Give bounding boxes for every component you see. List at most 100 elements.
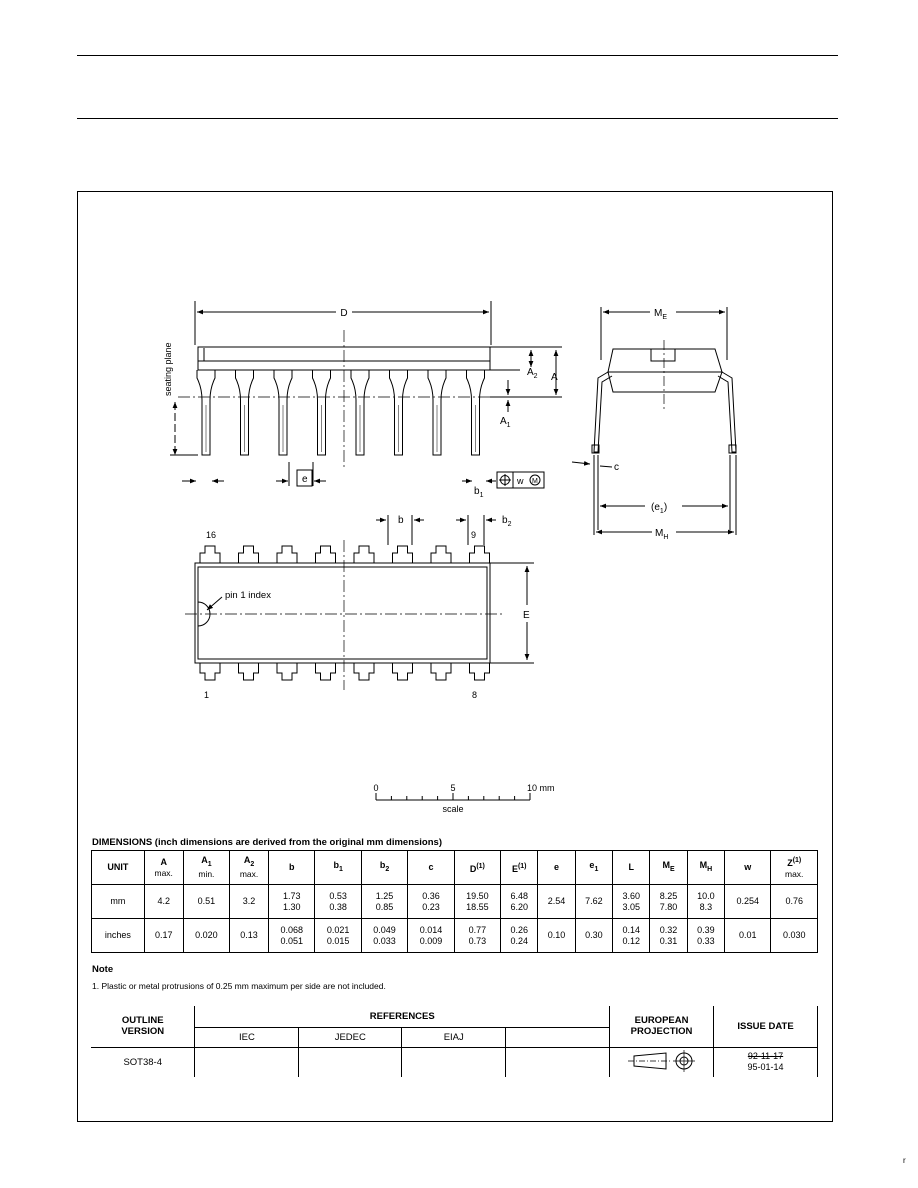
scale-tick-10: 10 mm	[527, 783, 555, 793]
package-drawing: D A2 A A1 seating plane e b1 w M ME	[163, 301, 737, 814]
pin-label-9: 9	[471, 530, 476, 540]
col-MH: MH	[686, 850, 726, 885]
label-pin1-index: pin 1 index	[225, 590, 271, 601]
label-e1: (e1)	[651, 502, 667, 515]
cell-A2: 0.13	[229, 918, 270, 953]
ref-blank-value	[505, 1046, 611, 1077]
cell-unit: mm	[91, 884, 145, 919]
plan-pin-bottom	[315, 663, 336, 681]
pin-label-16: 16	[206, 530, 216, 540]
jedec-header: JEDEC	[298, 1026, 403, 1047]
plan-pin-top	[353, 545, 375, 563]
outline-version-value: SOT38-4	[91, 1046, 196, 1077]
col-b: b	[268, 850, 316, 885]
cell-e1: 0.30	[574, 918, 614, 953]
eiaj-value	[401, 1046, 507, 1077]
package-outline-frame	[77, 191, 833, 1122]
front-lead	[273, 370, 293, 456]
plan-pin-top	[430, 545, 452, 563]
front-lead	[196, 370, 216, 456]
label-b1: b1	[474, 486, 484, 499]
col-c: c	[407, 850, 455, 885]
iec-header: IEC	[194, 1026, 300, 1047]
jedec-value	[298, 1046, 403, 1077]
cell-A: 0.17	[143, 918, 184, 953]
label-b: b	[398, 515, 404, 526]
pin-label-1: 1	[204, 690, 209, 700]
front-lead	[466, 370, 485, 456]
side-view	[571, 307, 737, 535]
front-lead	[427, 370, 447, 456]
front-lead	[350, 370, 370, 456]
col-L: L	[612, 850, 651, 885]
plan-pin-top	[238, 545, 259, 563]
dimensions-heading: DIMENSIONS (inch dimensions are derived …	[92, 837, 442, 848]
label-MH: MH	[655, 528, 668, 541]
issue-date-value: 92-11-17 95-01-14	[713, 1046, 818, 1077]
col-unit: UNIT	[91, 850, 145, 885]
scale-bar	[375, 793, 531, 801]
cell-A1: 0.020	[182, 918, 231, 953]
iec-value	[194, 1046, 300, 1077]
scale-tick-5: 5	[450, 783, 455, 793]
col-b2: b2	[360, 850, 409, 885]
plan-pin-bottom	[199, 663, 221, 681]
plan-pin-top	[315, 545, 336, 563]
note-title: Note	[92, 964, 114, 975]
scale-tick-0: 0	[373, 783, 378, 793]
label-b2: b2	[502, 515, 512, 528]
col-w: w	[724, 850, 772, 885]
ref-blank-header	[505, 1026, 611, 1047]
cell-e: 2.54	[537, 884, 576, 919]
plan-pin-top	[276, 545, 298, 563]
cell-e1: 7.62	[574, 884, 614, 919]
plan-view	[185, 515, 534, 690]
header-rule-top	[77, 55, 838, 56]
label-w: w	[516, 476, 524, 486]
plan-pin-bottom	[353, 663, 375, 681]
front-lead	[235, 370, 254, 456]
cell-A2: 3.2	[229, 884, 270, 919]
references-header: REFERENCES	[194, 1006, 611, 1027]
front-lead	[389, 370, 408, 456]
col-ME: ME	[649, 850, 688, 885]
front-lead	[312, 370, 331, 456]
plan-pin-bottom	[238, 663, 259, 681]
plan-pin-bottom	[469, 663, 490, 681]
projection-symbol	[609, 1046, 715, 1077]
eiaj-header: EIAJ	[401, 1026, 507, 1047]
label-ME: ME	[654, 308, 667, 321]
cell-unit: inches	[91, 918, 145, 953]
issue-date-new: 95-01-14	[747, 1062, 784, 1073]
scale-label: scale	[442, 804, 463, 814]
plan-pin-bottom	[276, 663, 298, 681]
cell-A1: 0.51	[182, 884, 231, 919]
col-e1: e1	[574, 850, 614, 885]
label-D: D	[340, 308, 347, 319]
col-b1: b1	[314, 850, 362, 885]
label-A: A	[551, 372, 558, 383]
cell-A: 4.2	[143, 884, 184, 919]
